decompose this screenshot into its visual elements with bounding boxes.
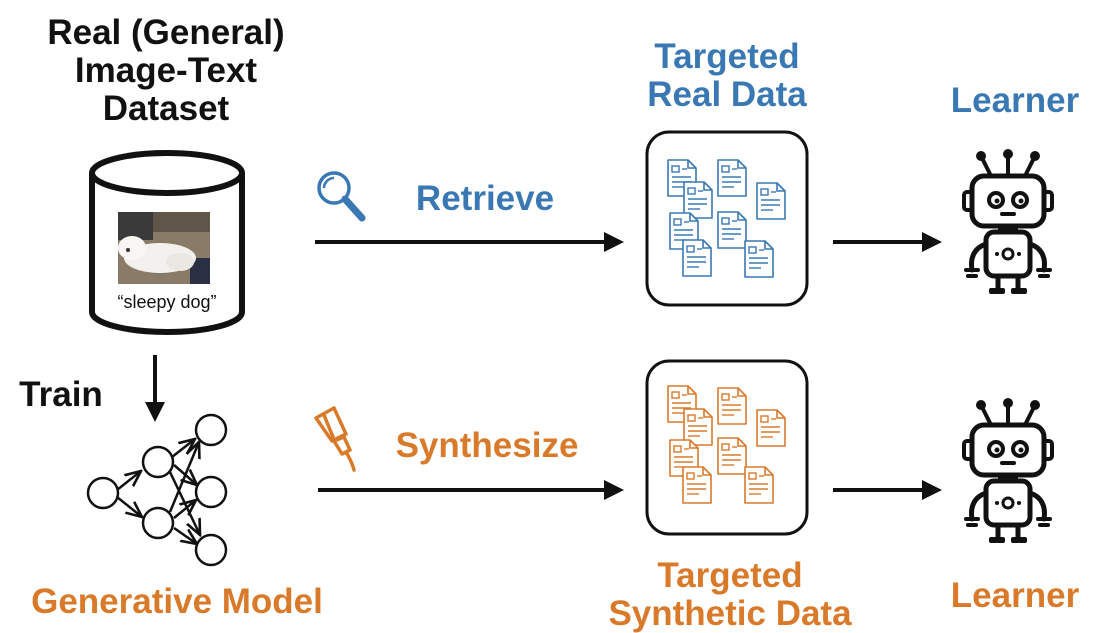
targeted-real-data-title-line-2: Real Data: [647, 74, 807, 114]
dataset-title-line-2: Image-Text: [74, 50, 258, 90]
magnifier-icon: [317, 171, 366, 222]
generative-model-label: Generative Model: [31, 582, 323, 621]
train-label: Train: [19, 375, 103, 414]
top-learner-robot-icon: [964, 149, 1052, 294]
neural-network-icon: [86, 413, 228, 567]
paintbrush-icon: [314, 406, 356, 472]
dataset-caption: “sleepy dog”: [117, 292, 217, 312]
sleepy-dog-photo: [118, 212, 210, 284]
bottom-learner-robot-icon: [964, 398, 1052, 543]
dataset-title: Real (General) Image-Text Dataset: [28, 14, 304, 127]
dataset-title-line-3: Dataset: [102, 88, 230, 128]
targeted-synthetic-data-title: Targeted Synthetic Data: [597, 557, 863, 633]
targeted-real-data-title-line-1: Targeted: [654, 37, 800, 76]
top-learner-label: Learner: [950, 81, 1080, 120]
bottom-learner-label: Learner: [950, 576, 1080, 615]
retrieve-label: Retrieve: [415, 179, 555, 218]
targeted-synthetic-data-title-line-2: Synthetic Data: [608, 593, 852, 633]
targeted-real-data-title: Targeted Real Data: [617, 38, 837, 114]
synthesize-label: Synthesize: [395, 426, 579, 465]
dataset-title-line-1: Real (General): [47, 13, 285, 52]
targeted-synthetic-data-title-line-1: Targeted: [657, 556, 803, 595]
